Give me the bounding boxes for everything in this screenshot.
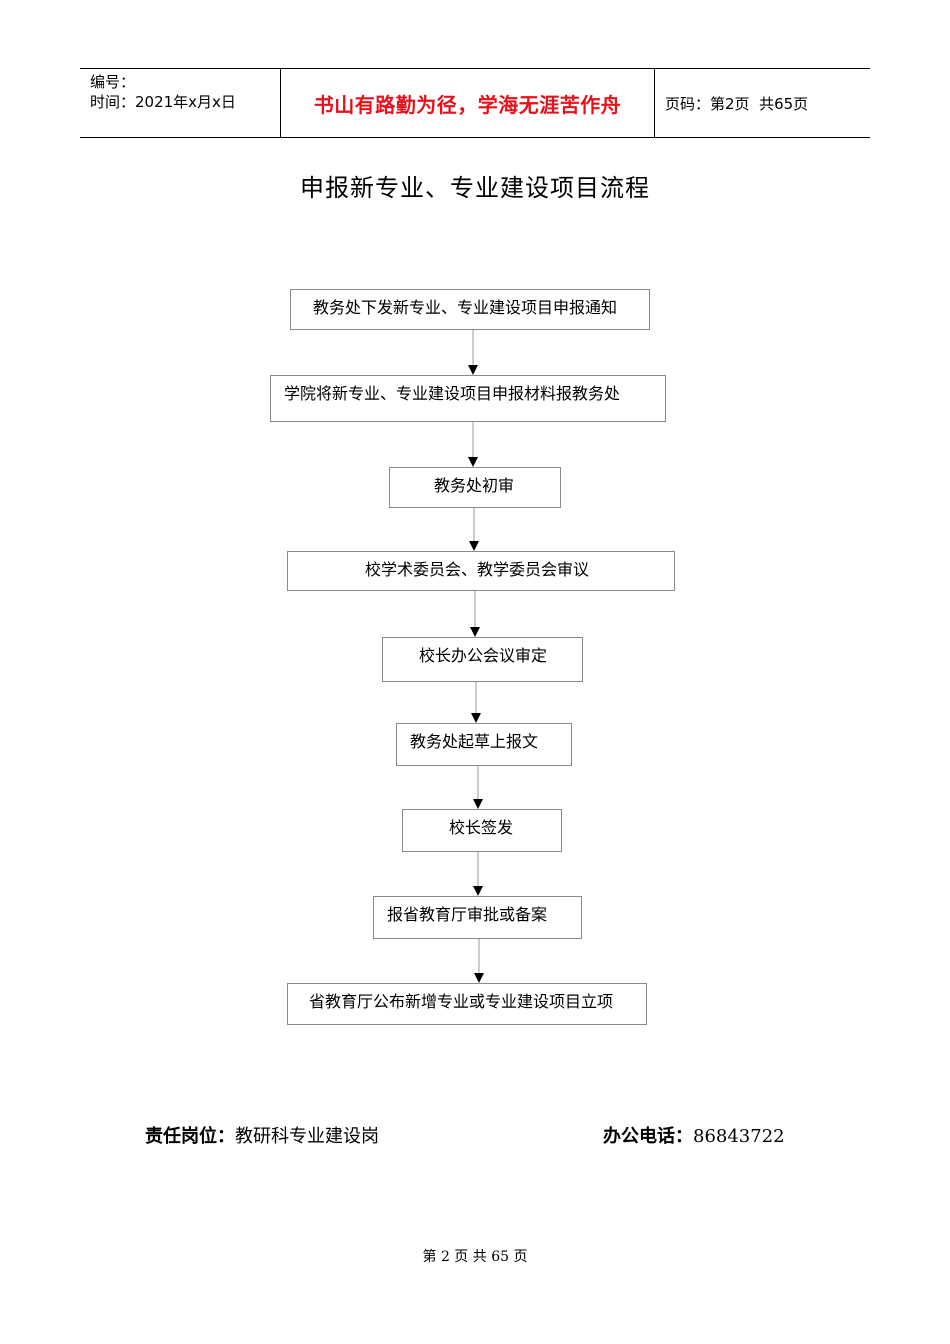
flowchart-connectors xyxy=(468,330,484,983)
flow-step-3: 教务处初审 xyxy=(389,467,561,508)
doc-number-label: 编号： xyxy=(90,73,136,91)
post-value: 教研科专业建设岗 xyxy=(235,1126,379,1147)
page-number: 第 2 页 共 65 页 xyxy=(422,1249,528,1265)
flow-step-5: 校长办公会议审定 xyxy=(382,637,583,682)
flow-step-4: 校学术委员会、教学委员会审议 xyxy=(287,551,675,591)
header-page-info: 页码：第2页 共65页 xyxy=(665,94,809,113)
header-meta-cell: 编号： 时间：2021年x月x日 xyxy=(80,69,281,137)
flow-step-6: 教务处起草上报文 xyxy=(396,723,572,766)
time-label: 时间：2021年x月x日 xyxy=(90,93,236,111)
header-page-cell: 页码：第2页 共65页 xyxy=(655,69,870,137)
page-title: 申报新专业、专业建设项目流程 xyxy=(300,174,650,202)
flow-step-1: 教务处下发新专业、专业建设项目申报通知 xyxy=(290,289,650,330)
flow-step-2: 学院将新专业、专业建设项目申报材料报教务处 xyxy=(270,375,666,422)
post-label: 责任岗位： xyxy=(145,1126,235,1147)
flow-step-9: 省教育厅公布新增专业或专业建设项目立项 xyxy=(287,983,647,1025)
motto: 书山有路勤为径，学海无涯苦作舟 xyxy=(281,69,655,137)
page-header: 编号： 时间：2021年x月x日 书山有路勤为径，学海无涯苦作舟 页码：第2页 … xyxy=(80,68,870,138)
flow-step-8: 报省教育厅审批或备案 xyxy=(373,896,582,939)
flow-step-7: 校长签发 xyxy=(402,809,562,852)
office-phone: 办公电话：86843722 xyxy=(603,1122,785,1148)
phone-label: 办公电话： xyxy=(603,1126,693,1147)
phone-value: 86843722 xyxy=(693,1126,785,1147)
responsible-post: 责任岗位：教研科专业建设岗 xyxy=(145,1122,379,1148)
